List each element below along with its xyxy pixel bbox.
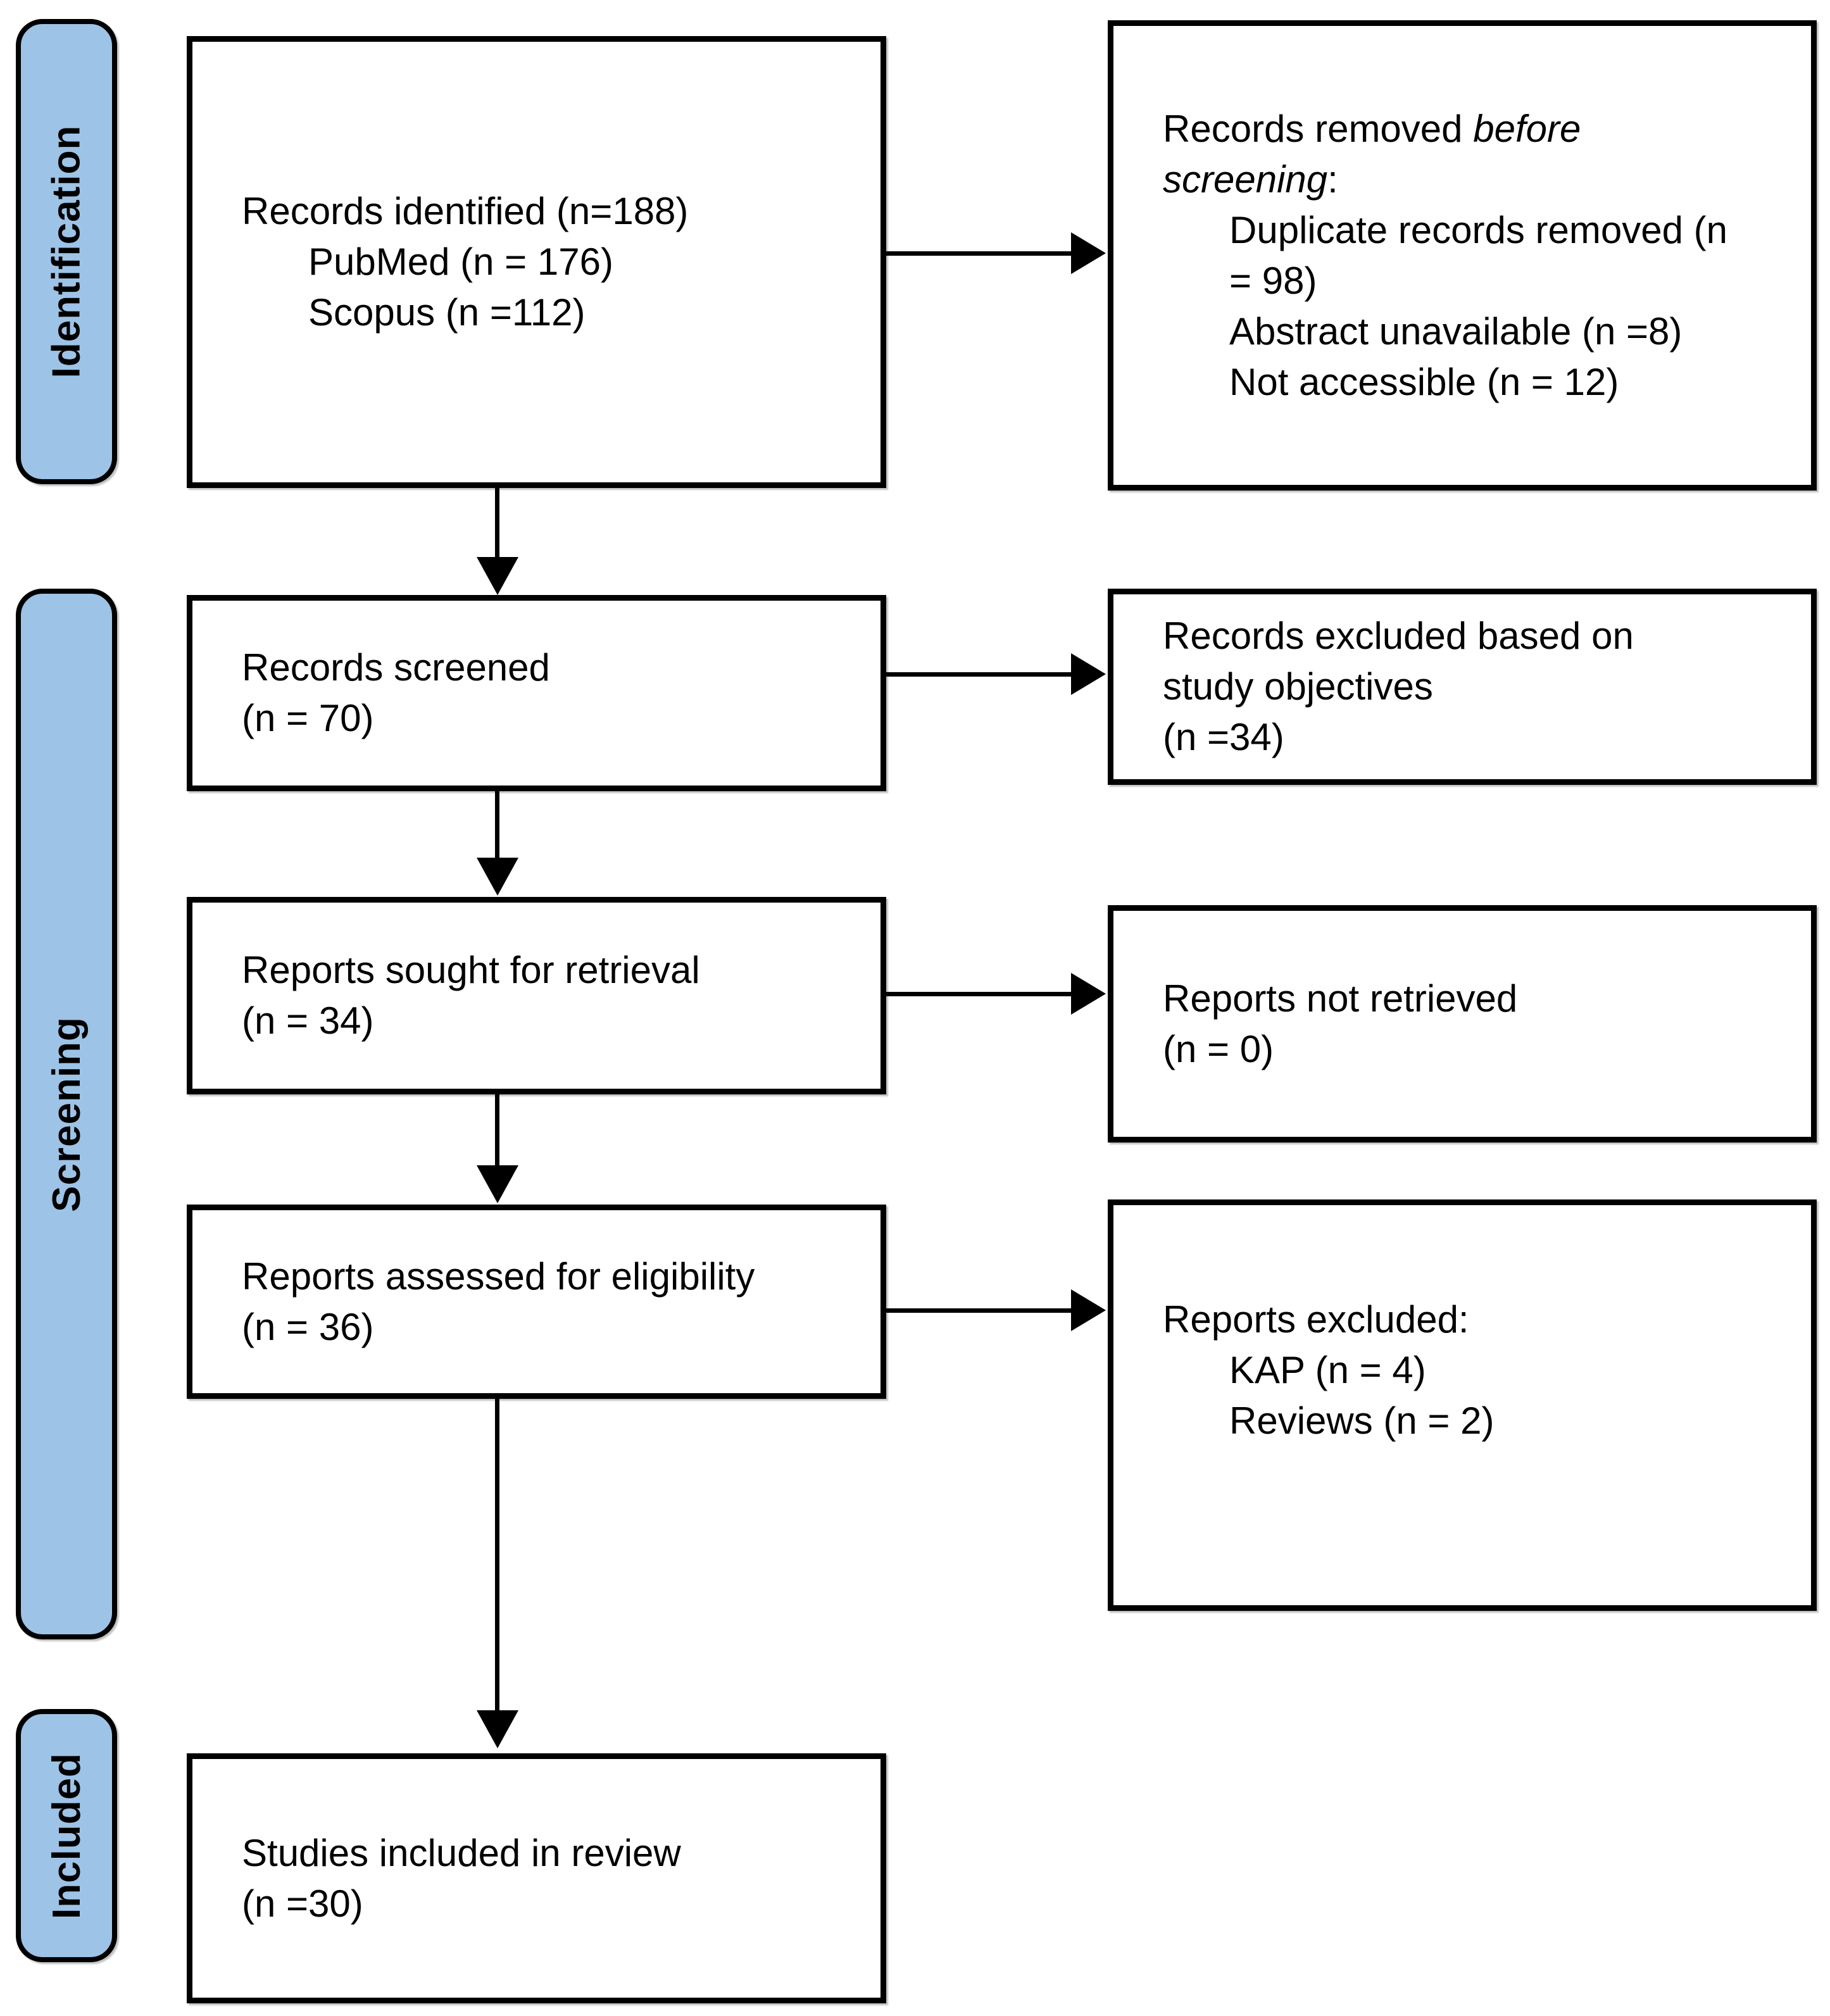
text-segment: Records excluded based on [1163,615,1634,657]
box-reports-excluded: Reports excluded: KAP (n = 4) Reviews (n =… [1108,1199,1817,1611]
text-segment-italic: before [1473,107,1581,150]
text-line: (n = 0) [1163,1024,1798,1075]
arrow-shaft [886,251,1073,256]
box-reports-sought: Reports sought for retrieval (n = 34) [187,897,886,1094]
text-line: Reports excluded: [1163,1294,1798,1345]
text-segment: KAP (n = 4) [1229,1349,1426,1391]
text-segment: Reports not retrieved [1163,977,1518,1020]
stage-label: Identification [44,125,89,379]
text-segment: (n =30) [242,1882,363,1925]
text-line: Records removed before [1163,104,1798,154]
stage-label: Included [44,1752,89,1919]
text-segment: Abstract unavailable (n =8) [1229,310,1683,353]
text-segment: Records screened [242,646,550,689]
stage-bar-identification: Identification [16,19,117,484]
text-line: study objectives [1163,661,1798,712]
text-segment: (n = 0) [1163,1027,1274,1070]
arrow-shaft [886,672,1073,677]
text-line: Reports sought for retrieval [242,945,868,996]
box-studies-included: Studies included in review (n =30) [187,1753,886,2003]
stage-label: Screening [44,1016,89,1212]
text-segment: (n = 70) [242,697,374,739]
text-segment-italic: screening [1163,158,1328,201]
text-line: = 98) [1163,256,1798,306]
box-reports-assessed: Reports assessed for eligibility (n = 36) [187,1205,886,1399]
arrow-head [477,1165,518,1203]
text-segment: Scopus (n =112) [308,291,586,334]
text-segment: (n =34) [1163,716,1284,758]
text-segment: Duplicate records removed (n [1229,208,1728,251]
text-line: KAP (n = 4) [1163,1345,1798,1396]
text-segment: Records removed [1163,107,1474,150]
arrow-shaft [886,992,1073,996]
text-segment: Reports sought for retrieval [242,949,700,991]
text-line: Reports not retrieved [1163,974,1798,1024]
text-line: PubMed (n = 176) [242,237,868,287]
box-records-excluded: Records excluded based on study objective… [1108,589,1817,785]
text-segment: PubMed (n = 176) [308,241,613,283]
text-line: Duplicate records removed (n [1163,205,1798,256]
text-line: (n = 36) [242,1302,868,1353]
text-line: Studies included in review [242,1828,868,1879]
text-segment: Not accessible (n = 12) [1229,360,1619,403]
text-segment: Records identified (n=188) [242,190,689,232]
text-line: Abstract unavailable (n =8) [1163,306,1798,357]
text-segment: : [1327,158,1338,201]
text-segment: Studies included in review [242,1831,681,1874]
arrow-head [1071,232,1106,274]
text-line: screening: [1163,154,1798,205]
arrow-head [477,858,518,896]
text-segment: Reviews (n = 2) [1229,1399,1495,1442]
arrow-shaft [495,791,499,861]
arrow-shaft [495,1399,499,1712]
text-segment: study objectives [1163,665,1433,708]
stage-bar-screening: Screening [16,589,117,1639]
arrow-shaft [495,1094,499,1168]
arrow-head [1071,653,1106,695]
text-line: Records excluded based on [1163,611,1798,661]
stage-bar-included: Included [16,1709,117,1962]
arrow-shaft [495,488,499,560]
text-line: Reports assessed for eligibility [242,1251,868,1302]
arrow-shaft [886,1308,1073,1313]
text-line: Not accessible (n = 12) [1163,357,1798,408]
box-records-screened: Records screened (n = 70) [187,595,886,791]
arrow-head [477,1710,518,1748]
box-records-identified: Records identified (n=188) PubMed (n = 17… [187,36,886,488]
text-line: Records screened [242,642,868,693]
text-line: Reviews (n = 2) [1163,1396,1798,1446]
box-reports-not-retrieved: Reports not retrieved (n = 0) [1108,905,1817,1143]
text-segment: = 98) [1229,259,1317,302]
arrow-head [477,557,518,595]
arrow-head [1071,1289,1106,1331]
text-line: (n =34) [1163,712,1798,763]
text-segment: Reports excluded: [1163,1298,1469,1341]
text-line: (n =30) [242,1879,868,1929]
text-line: Scopus (n =112) [242,287,868,338]
text-segment: (n = 34) [242,999,374,1042]
arrow-head [1071,973,1106,1015]
text-segment: (n = 36) [242,1305,374,1348]
text-segment: Reports assessed for eligibility [242,1255,755,1298]
text-line: Records identified (n=188) [242,186,868,237]
text-line: (n = 34) [242,996,868,1046]
text-line: (n = 70) [242,693,868,744]
